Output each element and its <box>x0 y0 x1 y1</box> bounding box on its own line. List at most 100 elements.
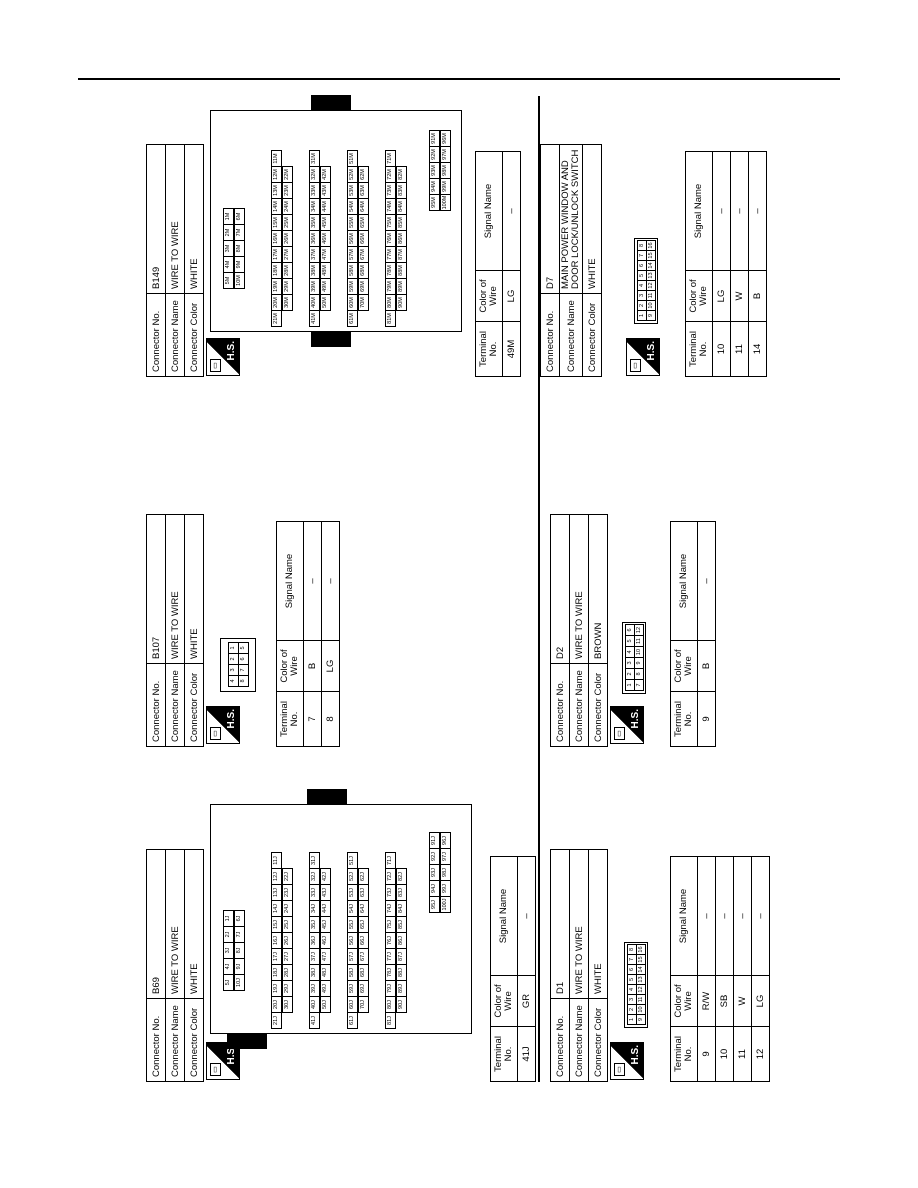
connector-pin: 56M <box>347 230 358 247</box>
connector-pin: 18J <box>271 964 282 981</box>
connector-pin: 63J <box>358 884 369 901</box>
connector-pin: 6 <box>238 653 249 665</box>
connector-pin: 99M <box>440 178 451 195</box>
connector-pin: 45J <box>320 916 331 933</box>
connector-pin: 93M <box>429 162 440 179</box>
connector-pin: 25M <box>282 214 293 231</box>
connector-pin: 83J <box>396 884 407 901</box>
connector-pin: 1J <box>223 910 234 927</box>
connector-pin: 14J <box>271 900 282 917</box>
connector-pin: 35M <box>309 214 320 231</box>
connector-pin: 51M <box>347 150 358 167</box>
connector-pin: 87J <box>396 948 407 965</box>
connector-pin: 53M <box>347 182 358 199</box>
hs-icon: ▭H.S. <box>206 706 240 744</box>
connector-pin: 9 <box>634 657 644 669</box>
connector-pin: 74J <box>385 900 396 917</box>
connector-pin: 45M <box>320 214 331 231</box>
connector-pin: 26J <box>282 932 293 949</box>
connector-color: WHITE <box>184 849 204 999</box>
connector-name: WIRE TO WIRE <box>165 849 185 999</box>
connector-pin: 57M <box>347 246 358 263</box>
connector-icon: ▭ <box>630 359 641 372</box>
connector-pin: 94J <box>429 880 440 897</box>
connector-pin: 7 <box>634 679 644 691</box>
connector-pin: 81J <box>385 1012 396 1029</box>
connector-pin: 16J <box>271 932 282 949</box>
connector-pin: 18M <box>271 262 282 279</box>
connector-pin: 50J <box>320 996 331 1013</box>
connector-pin: 38M <box>309 262 320 279</box>
connector-pin: 65J <box>358 916 369 933</box>
connector-pin: 84J <box>396 900 407 917</box>
connector-pin: 44J <box>320 900 331 917</box>
connector-pin: 96J <box>440 832 451 849</box>
connector-pin: 56J <box>347 932 358 949</box>
connector-pin: 53J <box>347 884 358 901</box>
connector-pin: 17M <box>271 246 282 263</box>
connector-pin: 9J <box>234 958 245 975</box>
connector-pin: 73J <box>385 884 396 901</box>
connector-pin: 28M <box>282 262 293 279</box>
connector-pin: 15M <box>271 214 282 231</box>
connector-pin: 26M <box>282 230 293 247</box>
connector-pin: 30M <box>282 294 293 311</box>
connector-no: B69 <box>146 849 166 999</box>
connector-pin: 71J <box>385 852 396 869</box>
connector-pin: 74M <box>385 198 396 215</box>
connector-pin: 81M <box>385 310 396 327</box>
connector-pin: 37J <box>309 948 320 965</box>
connector-pin: 28J <box>282 964 293 981</box>
connector-pin: 44M <box>320 198 331 215</box>
connector-pin: 98M <box>440 162 451 179</box>
connector-pin: 13 <box>636 974 646 985</box>
connector-pin: 29M <box>282 278 293 295</box>
connector-pin: 92J <box>429 848 440 865</box>
connector-pin: 17J <box>271 948 282 965</box>
connector-pin: 91M <box>429 130 440 147</box>
connector-pin: 83M <box>396 182 407 199</box>
connector-pin: 2J <box>223 926 234 943</box>
connector-pin: 4J <box>223 958 234 975</box>
connector-pin: 38J <box>309 964 320 981</box>
connector-pin: 57J <box>347 948 358 965</box>
lock-tab <box>311 331 351 347</box>
connector-pin: 12M <box>271 166 282 183</box>
connector-pin: 86M <box>396 230 407 247</box>
hs-icon: ▭H.S. <box>610 1042 644 1080</box>
connector-pin: 13 <box>646 270 656 281</box>
connector-pin: 33M <box>309 182 320 199</box>
connector-pin: 15 <box>636 954 646 965</box>
connector-pin: 89J <box>396 980 407 997</box>
connector-pin: 20M <box>271 294 282 311</box>
connector-pin: 5J <box>223 974 234 991</box>
connector-pin: 67M <box>358 246 369 263</box>
connector-pin: 11J <box>271 852 282 869</box>
connector-pin: 24M <box>282 198 293 215</box>
connector-pin: 30J <box>282 996 293 1013</box>
connector-pin: 79M <box>385 278 396 295</box>
connector-pin: 8 <box>238 675 249 687</box>
connector-pin: 12J <box>271 868 282 885</box>
connector-pin: 15 <box>646 250 656 261</box>
connector-pin: 49M <box>320 278 331 295</box>
connector-pin: 24J <box>282 900 293 917</box>
